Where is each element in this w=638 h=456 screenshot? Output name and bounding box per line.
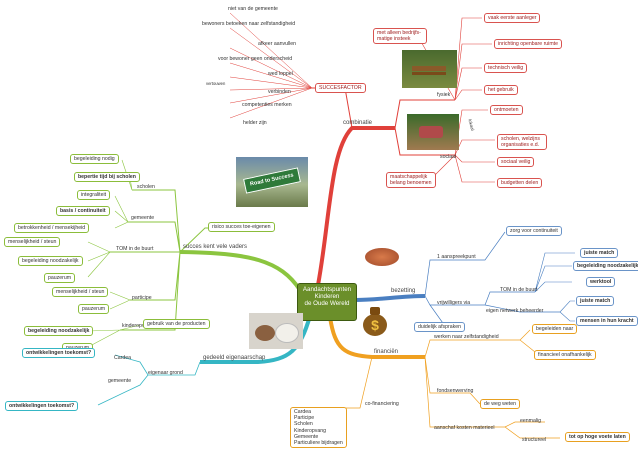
participe-label: participe: [132, 295, 152, 301]
scholen-label: scholen: [137, 184, 155, 190]
fondsenwerving-label: fondsenwerving: [437, 388, 474, 394]
ontwikkelingen2-node[interactable]: ontwikkelingen toekomst?: [5, 401, 79, 411]
netwerk-label: eigen netwerk beheerder: [486, 308, 544, 314]
betrokkenheid-node[interactable]: betrokkenheid / mensekijheid: [14, 223, 90, 233]
succes-item: competenties merken: [242, 102, 292, 108]
tom-bezetting-label: TOM in de buurt: [500, 287, 538, 293]
sociaal-item[interactable]: ontmoeten: [490, 105, 523, 115]
central-line2: Kinderen: [314, 293, 340, 300]
risico-node[interactable]: risico succes toe-eigenen: [208, 222, 275, 232]
begel-kinderopvang-node[interactable]: begeleiding noodzakelijk: [24, 326, 94, 336]
gebruik-node[interactable]: gebruik van de producten: [143, 319, 210, 329]
tom-label: TOM in de buurt: [116, 246, 154, 252]
cofin-item: Participe: [294, 415, 315, 422]
hamsters-image: [249, 313, 303, 349]
basis-node[interactable]: basis / continuiteit: [56, 206, 110, 216]
fysiek-item[interactable]: vaak eerste aanleger: [484, 13, 541, 23]
pauzerum2-node[interactable]: pauzerum: [78, 304, 110, 314]
succes-item: bewoners betoeken naar zelfstandigheid: [202, 21, 296, 27]
succes-item: helder zijn: [243, 120, 267, 126]
cofin-list[interactable]: Cardea Participe Scholen Kinderopvang Ge…: [290, 407, 347, 449]
juiste-match-node[interactable]: juiste match: [580, 248, 619, 258]
fysiek-label: fysiek: [437, 92, 451, 98]
cofin-item: Kinderopvang: [294, 427, 327, 434]
sociaal-item[interactable]: sociaal veilig: [497, 157, 535, 167]
fysiek-item[interactable]: inrichting openbare ruimte: [494, 39, 562, 49]
playground-image: [407, 114, 459, 150]
structureel-label: structureel: [522, 437, 547, 443]
cardea-label: Cardea: [114, 355, 132, 361]
succes-item: wed loppel: [268, 71, 293, 77]
menselijkheid-node[interactable]: menselijkheid / steun: [4, 237, 61, 247]
gemeente-label: gemeente: [131, 215, 155, 221]
ontwikkelingen1-node[interactable]: ontwikkelingen toekomst?: [22, 348, 96, 358]
eenmalig-label: eenmalig: [520, 418, 542, 424]
cofin-item: Scholen: [294, 421, 313, 428]
succesfactor-node[interactable]: SUCCESFACTOR: [315, 83, 366, 93]
gedeeld-branch[interactable]: gedeeld eigenaarschap: [203, 355, 266, 361]
aanspreekpunt-label: 1 aanspreekpunt: [437, 254, 476, 260]
bedrijfsmatig-node[interactable]: met alleen bedrijfs-matige insteek: [373, 28, 427, 44]
eigenaar-label: eigenaar grond: [148, 370, 183, 376]
road-sign: Road to Success: [243, 167, 301, 194]
integraliteit-node[interactable]: integraliteit: [77, 190, 111, 200]
juiste-match2-node[interactable]: juiste match: [576, 296, 615, 306]
begeleiding-bez-node[interactable]: begeleiding noodzakelijk: [573, 261, 638, 271]
werktool-node[interactable]: werktool: [586, 277, 616, 287]
sociaal-label: sociaal: [440, 154, 457, 160]
begeleiding-node[interactable]: begeleiding nodig: [70, 154, 119, 164]
money-bag-icon: $: [360, 304, 390, 338]
mensen-node[interactable]: mensen in hun kracht: [576, 316, 638, 326]
central-topic[interactable]: Aandachtspunten Kinderen de Oude Wereld: [297, 283, 357, 321]
central-line3: de Oude Wereld: [304, 300, 350, 307]
cofin-item: Cardea: [294, 409, 312, 415]
zorg-node[interactable]: zorg voor continuiteit: [506, 226, 562, 236]
aanschaf-label: aanschaf kosten materieel: [434, 425, 495, 431]
central-line1: Aandachtspunten: [302, 286, 352, 293]
succes-item: afkeer aanvullen: [258, 41, 297, 47]
hoge-voete-node[interactable]: tot op hoge voete laten: [565, 432, 630, 442]
succes-item: niet van de gemeente: [228, 6, 278, 12]
financieel-node[interactable]: financieel onafhankelijk: [534, 350, 596, 360]
vrijwilligers-label: vrijwilligers via: [437, 300, 471, 306]
fysiek-item[interactable]: het gebruik: [484, 85, 518, 95]
hands-image: [357, 238, 407, 276]
succes-item: voor bewoner geen onderscheid: [218, 56, 293, 62]
bepertie-node[interactable]: bepertie tijd bij scholen: [74, 172, 140, 182]
sociaal-item[interactable]: scholen, welzijns organisaties e.d.: [497, 134, 547, 150]
weg-node[interactable]: de weg weten: [480, 399, 521, 409]
maatschappelijk-node[interactable]: maatschappelijk belang benoemen: [386, 172, 436, 188]
succes-item: vertouwen: [206, 81, 226, 86]
fysiek-item[interactable]: technisch veilig: [484, 63, 528, 73]
duidelijk-node[interactable]: duidelijk afspraken: [414, 322, 465, 332]
sociaal-item[interactable]: budgetten delen: [497, 178, 543, 188]
pauzerum-node[interactable]: pauzerum: [44, 273, 76, 283]
menselijkheid2-node[interactable]: menselijkheid / steun: [52, 287, 109, 297]
begeleiden-node[interactable]: begeleiden naar: [532, 324, 578, 334]
kinderopvang-label: kinderopvang: [122, 323, 154, 329]
bezetting-branch[interactable]: bezetting: [391, 288, 416, 294]
financien-branch[interactable]: financiën: [374, 349, 399, 355]
bench-image: [402, 50, 457, 88]
begeleiding-noodz-node[interactable]: begeleiding noodzakelijk: [18, 256, 83, 266]
werken-label: werken naar zelfstandigheid: [434, 334, 499, 340]
succes-item: verbinden: [268, 89, 291, 95]
succes-branch[interactable]: succes kent vele vaders: [183, 244, 248, 250]
road-to-success-image: Road to Success: [236, 157, 308, 207]
cofin-item: Gemeente: [294, 433, 319, 440]
cofin-label: co-financiering: [365, 401, 399, 407]
combinatie-branch[interactable]: combinatie: [343, 120, 373, 126]
cofin-item: Particuliere bijdragen: [294, 440, 343, 447]
gemeente-ged-label: gemeente: [108, 378, 132, 384]
